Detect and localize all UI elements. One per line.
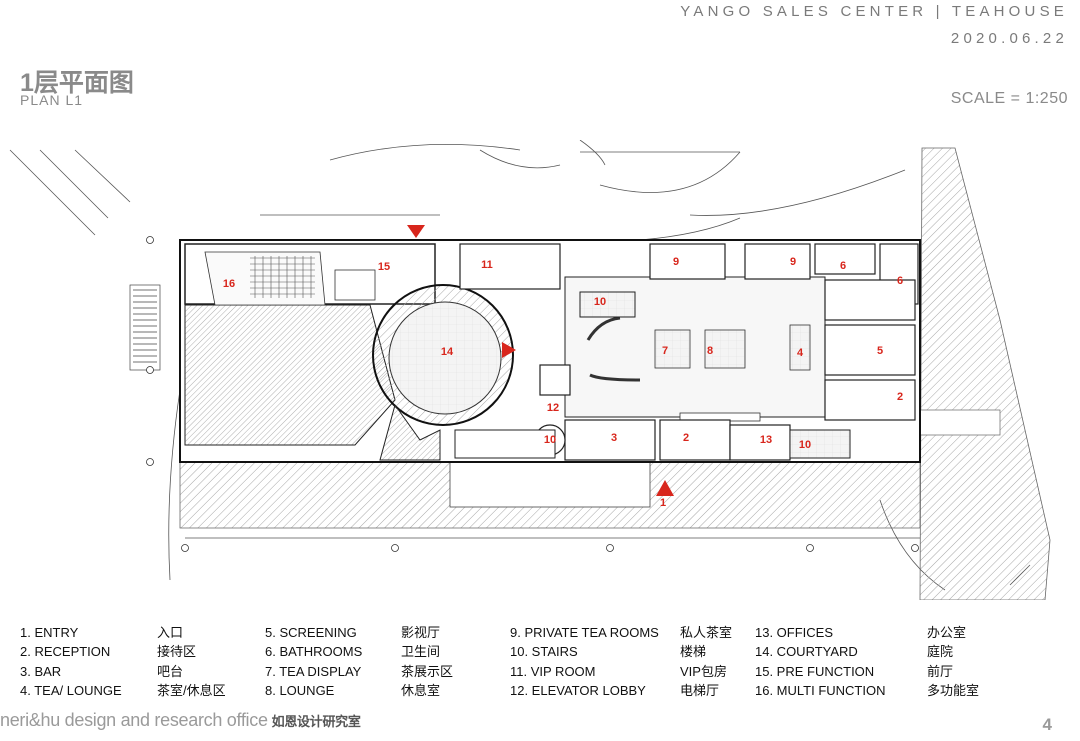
plan-title-cn: 1层平面图 bbox=[20, 69, 134, 97]
legend-label-cn: 电梯厅 bbox=[680, 682, 720, 698]
legend-item: 14. COURTYARD 庭院 bbox=[755, 642, 979, 661]
room-label: 12 bbox=[547, 402, 559, 414]
page-number: 4 bbox=[1042, 715, 1052, 734]
legend-label-en: 14. COURTYARD bbox=[755, 644, 858, 660]
room-label: 7 bbox=[662, 345, 668, 357]
legend-item: 6. BATHROOMS 卫生间 bbox=[265, 642, 453, 661]
room-label: 4 bbox=[797, 347, 804, 359]
room-label: 11 bbox=[481, 259, 493, 271]
plan-title-en: PLAN L1 bbox=[20, 92, 84, 108]
legend-label-cn: 前厅 bbox=[927, 663, 954, 679]
legend-item: 12. ELEVATOR LOBBY 电梯厅 bbox=[510, 681, 732, 700]
legend-label-cn: 私人茶室 bbox=[680, 625, 733, 640]
legend-label-en: 9. PRIVATE TEA ROOMS bbox=[510, 625, 659, 640]
legend-item: 8. LOUNGE 休息室 bbox=[265, 681, 453, 700]
floor-plan: 1 2 2 3 4 5 6 6 7 8 9 9 10 10 10 11 12 1… bbox=[9, 140, 1051, 600]
room-label: 3 bbox=[611, 432, 617, 444]
legend-col-1: 1. ENTRY 入口 2. RECEPTION 接待区 3. BAR 吧台 4. T… bbox=[20, 623, 226, 700]
office-name-en: neri&hu design and research office bbox=[0, 710, 268, 730]
legend-label-cn: 茶展示区 bbox=[401, 663, 454, 679]
site-lines bbox=[9, 140, 1031, 591]
room-label: 5 bbox=[877, 345, 883, 357]
legend-label-cn: 庭院 bbox=[927, 644, 954, 660]
project-title: YANGO SALES CENTER | TEAHOUSE bbox=[680, 3, 1068, 20]
room-label: 15 bbox=[378, 261, 390, 273]
room-label: 10 bbox=[799, 439, 811, 451]
office-name-cn: 如恩设计研究室 bbox=[271, 714, 361, 729]
legend-label-cn: VIP包房 bbox=[680, 663, 727, 679]
room-label: 2 bbox=[897, 391, 903, 403]
legend-label-cn: 入口 bbox=[157, 625, 184, 640]
legend-label-en: 16. MULTI FUNCTION bbox=[755, 682, 886, 698]
room-label: 6 bbox=[840, 260, 846, 272]
legend-label-cn: 茶室/休息区 bbox=[157, 682, 226, 698]
legend-label-en: 10. STAIRS bbox=[510, 644, 578, 660]
room-label: 8 bbox=[707, 345, 713, 357]
legend-label-cn: 吧台 bbox=[157, 663, 184, 679]
room-label: 1 bbox=[660, 497, 666, 509]
legend-label-cn: 楼梯 bbox=[680, 644, 707, 660]
project-date: 2020.06.22 bbox=[950, 30, 1068, 47]
legend-col-2: 5. SCREENING 影视厅 6. BATHROOMS 卫生间 7. TEA D… bbox=[265, 623, 453, 700]
legend-item: 2. RECEPTION 接待区 bbox=[20, 642, 226, 661]
room-label: 13 bbox=[760, 434, 772, 446]
legend-label-en: 7. TEA DISPLAY bbox=[265, 663, 362, 679]
legend-label-en: 8. LOUNGE bbox=[265, 682, 335, 698]
legend-label-cn: 办公室 bbox=[927, 625, 967, 640]
legend-label-en: 2. RECEPTION bbox=[20, 644, 111, 660]
room-label: 9 bbox=[673, 256, 679, 268]
room-label: 2 bbox=[683, 432, 689, 444]
legend-item: 3. BAR 吧台 bbox=[20, 662, 226, 681]
legend-item: 15. PRE FUNCTION 前厅 bbox=[755, 662, 979, 681]
legend-item: 10. STAIRS 楼梯 bbox=[510, 642, 732, 661]
building bbox=[179, 239, 921, 463]
legend-col-3: 9. PRIVATE TEA ROOMS 私人茶室 10. STAIRS 楼梯 11… bbox=[510, 623, 732, 700]
left-ramp bbox=[129, 284, 161, 371]
legend-label-en: 5. SCREENING bbox=[265, 625, 357, 640]
legend-label-en: 3. BAR bbox=[20, 663, 62, 679]
room-label: 16 bbox=[223, 278, 235, 290]
legend-label-en: 13. OFFICES bbox=[755, 625, 834, 640]
room-labels: 1 2 2 3 4 5 6 6 7 8 9 9 10 10 10 11 12 1… bbox=[223, 256, 903, 509]
entry-arrow-icon bbox=[407, 225, 425, 238]
legend-label-en: 1. ENTRY bbox=[20, 625, 79, 640]
legend-item: 9. PRIVATE TEA ROOMS 私人茶室 bbox=[510, 623, 732, 642]
entry-arrow-icon bbox=[656, 480, 674, 496]
room-label: 9 bbox=[790, 256, 796, 268]
legend-item: 7. TEA DISPLAY 茶展示区 bbox=[265, 662, 453, 681]
legend-col-4: 13. OFFICES 办公室 14. COURTYARD 庭院 15. PRE F… bbox=[755, 623, 979, 700]
legend-label-en: 15. PRE FUNCTION bbox=[755, 663, 875, 679]
legend-item: 11. VIP ROOM VIP包房 bbox=[510, 662, 732, 681]
legend-item: 13. OFFICES 办公室 bbox=[755, 623, 979, 642]
scale-label: SCALE = 1:250 bbox=[950, 90, 1068, 107]
legend-label-cn: 多功能室 bbox=[927, 682, 980, 698]
legend-label-cn: 影视厅 bbox=[401, 625, 441, 640]
legend-label-en: 4. TEA/ LOUNGE bbox=[20, 682, 122, 698]
legend-label-en: 11. VIP ROOM bbox=[510, 663, 596, 679]
room-label: 10 bbox=[544, 434, 556, 446]
legend-item: 5. SCREENING 影视厅 bbox=[265, 623, 453, 642]
site-hatch bbox=[179, 147, 1051, 600]
legend-label-cn: 卫生间 bbox=[401, 644, 441, 660]
legend-item: 4. TEA/ LOUNGE 茶室/休息区 bbox=[20, 681, 226, 700]
legend-item: 1. ENTRY 入口 bbox=[20, 623, 226, 642]
legend-item: 16. MULTI FUNCTION 多功能室 bbox=[755, 681, 979, 700]
legend-label-cn: 休息室 bbox=[401, 682, 441, 698]
room-label: 10 bbox=[594, 296, 606, 308]
entry-arrows bbox=[407, 225, 674, 496]
room-label: 14 bbox=[441, 346, 454, 358]
legend-label-en: 6. BATHROOMS bbox=[265, 644, 363, 660]
grid-markers bbox=[146, 236, 919, 552]
legend-label-en: 12. ELEVATOR LOBBY bbox=[510, 682, 646, 698]
room-label: 6 bbox=[897, 275, 903, 287]
legend-label-cn: 接待区 bbox=[157, 644, 197, 660]
entry-arrow-icon bbox=[502, 342, 516, 358]
